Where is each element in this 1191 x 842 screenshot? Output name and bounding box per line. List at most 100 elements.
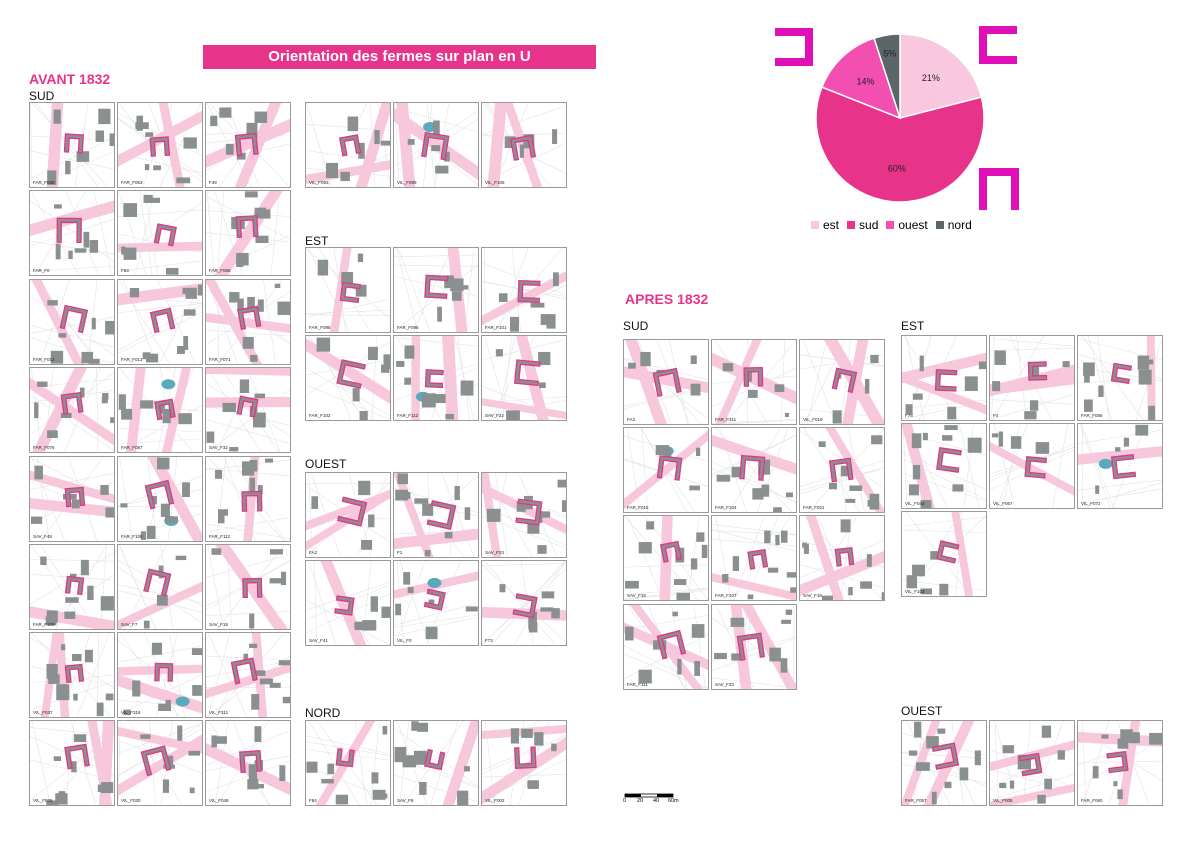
parcel-map (624, 605, 708, 689)
map-tile: SAV_F8 (393, 720, 479, 806)
u-farm-building (230, 657, 258, 685)
u-farm-building (936, 447, 962, 473)
tile-code-label: VIL_F005 (993, 798, 1013, 803)
parcel-map (306, 561, 390, 645)
u-farm-building (831, 367, 858, 394)
parcel-map (30, 103, 114, 187)
tile-code-label: FAR_F012 (33, 357, 55, 362)
tile-code-label: SAV_F15 (627, 593, 646, 598)
tile-code-label: F73 (485, 638, 493, 643)
parcel-map (800, 340, 884, 424)
parcel-map (306, 336, 390, 420)
apres-sud-label: SUD (623, 319, 649, 333)
tile-code-label: F84 (309, 798, 317, 803)
tile-code-label: FAR_F060 (1081, 798, 1103, 803)
u-farm-building (736, 632, 766, 661)
tile-code-label: SAV_F7 (121, 622, 138, 627)
tile-code-label: FAR_F111 (627, 682, 648, 687)
map-tile: VIL_F067 (989, 423, 1075, 509)
legend-swatch-nord (935, 221, 944, 229)
tile-code-label: VIL_F105 (485, 180, 505, 185)
map-tile: FAR_F065 (205, 190, 291, 276)
tile-code-label: VIL_F0 (397, 638, 412, 643)
parcel-map (482, 103, 566, 187)
tile-code-label: SAV_F41 (309, 638, 328, 643)
u-farm-building (335, 748, 355, 768)
apres-heading: APRES 1832 (625, 291, 709, 307)
u-farm-building (834, 547, 855, 567)
tile-code-label: FAR_F058 (33, 180, 55, 185)
parcel-map (118, 633, 202, 717)
legend-label-sud: sud (859, 218, 879, 232)
apres-est-label: EST (901, 319, 925, 333)
parcel-map (118, 368, 202, 452)
parcel-map (206, 633, 290, 717)
tile-code-label: FAR_F112 (397, 413, 419, 418)
parcel-map (306, 103, 390, 187)
u-farm-building (64, 575, 85, 596)
map-tile: FAR_F0 (29, 190, 115, 276)
map-tile: VIL_F316 (117, 632, 203, 718)
map-tile: F73 (481, 560, 567, 646)
tile-code-label: FAR_F311 (715, 417, 737, 422)
map-tile: FAR_F109 (29, 544, 115, 630)
tile-code-label: FAR_F087 (121, 445, 143, 450)
map-tile: SAV_F19 (205, 544, 291, 630)
tile-code-label: FAR_F104 (715, 505, 737, 510)
u-farm-building (149, 307, 176, 334)
map-tile: FA3 (623, 339, 709, 425)
tile-code-label: FAR_F076 (33, 445, 55, 450)
map-tile: FAR_F012 (29, 279, 115, 365)
tile-code-label: SAV_F22 (485, 413, 504, 418)
u-farm-building (1024, 455, 1048, 479)
map-tile: VIL_F005 (989, 720, 1075, 806)
parcel-map (30, 633, 114, 717)
u-farm-building (423, 588, 446, 611)
parcel-map (712, 428, 796, 512)
u-farm-building (153, 223, 177, 247)
map-tile: SAV_F22 (481, 335, 567, 421)
legend-swatch-est (811, 221, 819, 229)
u-farm-building (513, 359, 541, 387)
orientation-pie-chart: 21%60%14%5% (815, 33, 985, 203)
u-farm-building (517, 279, 541, 303)
parcel-map (30, 368, 114, 452)
u-farm-building (64, 486, 86, 508)
parcel-map (30, 191, 114, 275)
pie-label-sud: 60% (888, 163, 906, 173)
u-farm-building (1106, 750, 1129, 774)
map-tile: FAR_F015 (623, 427, 709, 513)
u-farm-building (936, 540, 960, 564)
legend-label-ouest: ouest (898, 218, 928, 232)
u-farm-building (421, 131, 450, 161)
scale-tick-0: 0 (623, 798, 627, 804)
legend-swatch-sud (847, 221, 856, 229)
parcel-map (30, 545, 114, 629)
map-tile: FAR_F021 (799, 427, 885, 513)
parcel-map (206, 368, 290, 452)
parcel-map (482, 561, 566, 645)
scale-tick-40: 40 (653, 798, 660, 804)
tile-code-label: FAR_F096 (397, 325, 419, 330)
u-farm-building (512, 593, 538, 619)
map-tile: VIL_F043 (901, 423, 987, 509)
parcel-map (712, 605, 796, 689)
pie-label-nord: 5% (883, 48, 896, 58)
map-tile: FAR_F071 (205, 279, 291, 365)
parcel-map (712, 516, 796, 600)
parcel-map (902, 512, 986, 596)
map-tile: F83 (117, 190, 203, 276)
legend-label-nord: nord (947, 218, 972, 232)
map-tile: FAR_F057 (901, 720, 987, 806)
map-tile: SAV_F23 (481, 472, 567, 558)
u-farm-building (1027, 361, 1048, 381)
map-tile: F84 (305, 720, 391, 806)
tile-code-label: VIL_F316 (121, 710, 141, 715)
parcel-map (902, 336, 986, 420)
parcel-map (482, 248, 566, 332)
parcel-map (118, 280, 202, 364)
parcel-map (990, 721, 1074, 805)
parcel-map (394, 336, 478, 420)
tile-code-label: FAR_F071 (209, 357, 231, 362)
tile-code-label: FAR_F057 (905, 798, 927, 803)
